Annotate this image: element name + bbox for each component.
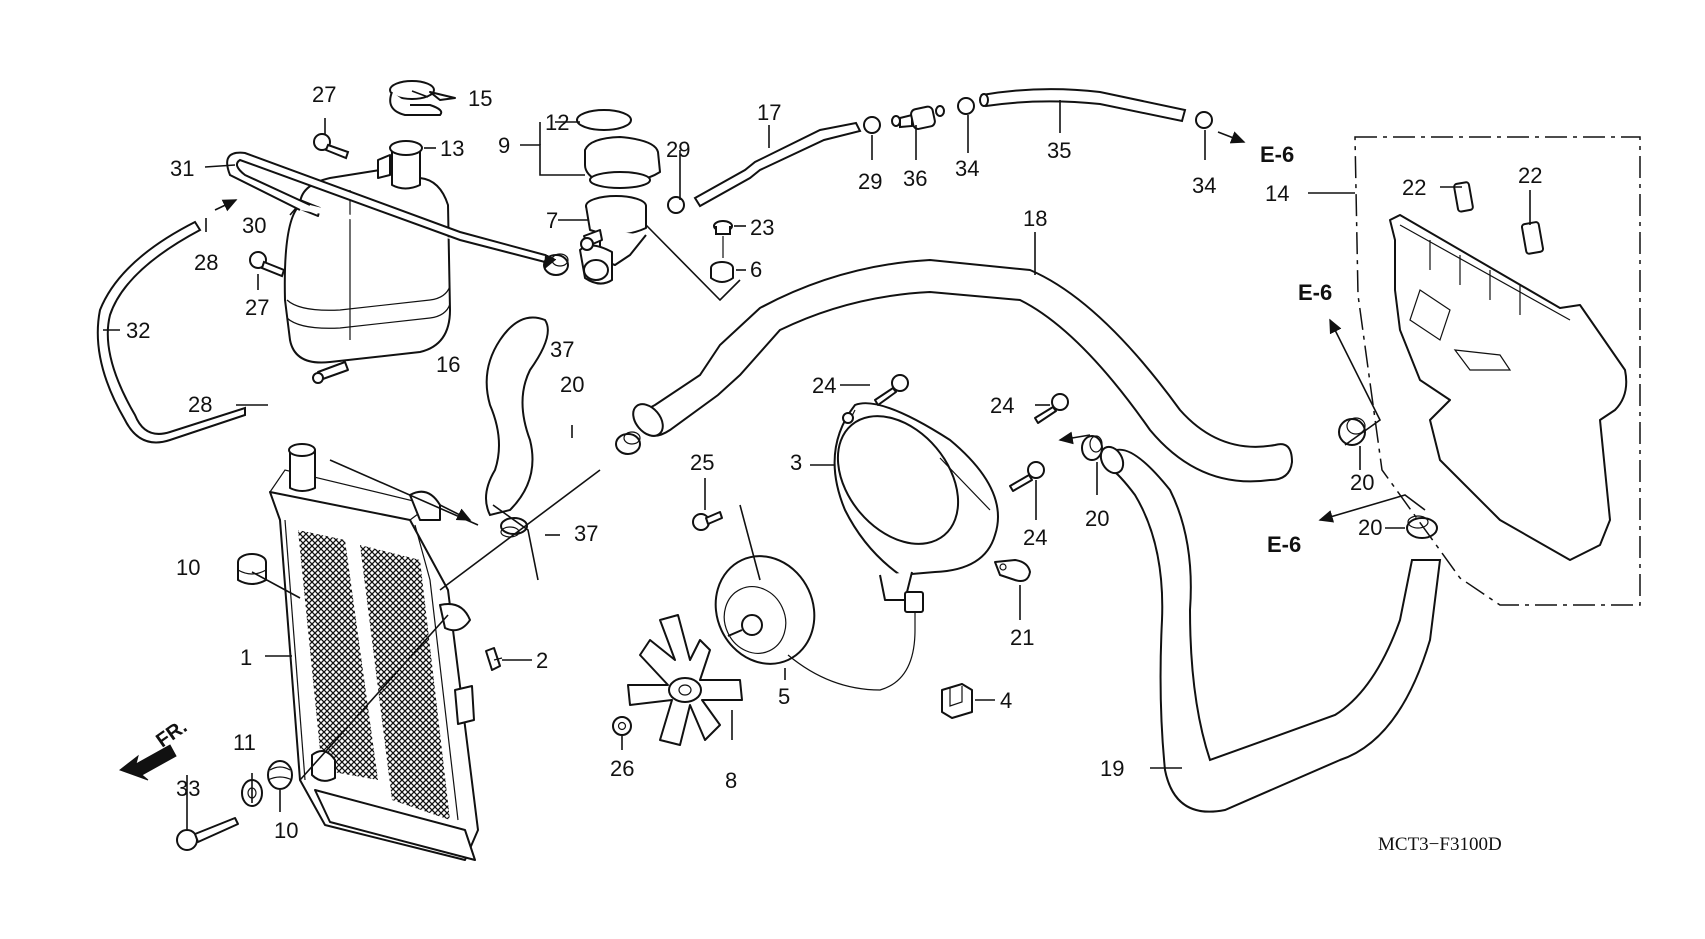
callout-20-a: 20 [560, 372, 584, 397]
bolt-24-b [1034, 393, 1069, 424]
hose-clamp-20-d [1406, 515, 1438, 539]
radiator [269, 443, 479, 861]
callout-24-c: 24 [1023, 525, 1047, 550]
callout-24-a: 24 [812, 373, 836, 398]
nut-26 [612, 716, 632, 736]
bolt-33 [176, 817, 239, 851]
callout-2: 2 [536, 648, 548, 673]
callout-36: 36 [903, 166, 927, 191]
callout-27-b: 27 [245, 295, 269, 320]
callout-10-upper: 10 [176, 555, 200, 580]
callout-4: 4 [1000, 688, 1012, 713]
clip-29-a [667, 196, 685, 214]
callout-26: 26 [610, 756, 634, 781]
callout-31: 31 [170, 156, 194, 181]
cross-reference-e6-low: E-6 [1267, 532, 1301, 557]
clip-34-a [957, 97, 975, 115]
drain-bolt [710, 220, 734, 283]
callout-6: 6 [750, 257, 762, 282]
wire-clamp [994, 559, 1031, 582]
callout-21: 21 [1010, 625, 1034, 650]
breather-tube [226, 151, 546, 263]
callout-labels: 1 2 3 4 5 6 7 8 9 10 10 11 12 13 14 15 1… [126, 82, 1542, 843]
callout-17: 17 [757, 100, 781, 125]
hose-clamp-20-a [615, 431, 641, 455]
callout-29-a: 29 [666, 137, 690, 162]
callout-35: 35 [1047, 138, 1071, 163]
callout-7: 7 [546, 208, 558, 233]
callout-16: 16 [436, 352, 460, 377]
bolt-24-c [1009, 461, 1045, 492]
callout-8: 8 [725, 768, 737, 793]
callout-11: 11 [233, 730, 256, 755]
clip-29-b [863, 116, 881, 134]
front-label: FR. [152, 716, 191, 753]
shroud-outline [1354, 136, 1641, 606]
clip-2 [485, 647, 503, 671]
cooling-fan [627, 614, 743, 746]
callout-33: 33 [176, 776, 200, 801]
callout-14: 14 [1265, 181, 1289, 206]
siphon-tube [96, 220, 246, 444]
callout-20-c: 20 [1350, 470, 1374, 495]
callout-25: 25 [690, 450, 714, 475]
clip-34-b [1195, 111, 1213, 129]
fan-shroud [833, 402, 999, 601]
upper-hose [485, 316, 549, 517]
callout-5: 5 [778, 684, 790, 709]
radiator-cap [576, 109, 661, 189]
water-hose-b [1108, 448, 1442, 813]
hose-clamp-20-b [1081, 435, 1103, 461]
bolt-24-a [874, 374, 909, 406]
pad-22-b [1520, 221, 1544, 255]
callout-22-a: 22 [1402, 175, 1426, 200]
callout-1: 1 [240, 645, 252, 670]
bolt-25 [692, 511, 723, 531]
callout-20-b: 20 [1085, 506, 1109, 531]
callout-13: 13 [440, 136, 464, 161]
cross-reference-e6-top: E-6 [1260, 142, 1294, 167]
leader-lines [103, 90, 1531, 830]
callout-28-b: 28 [188, 392, 212, 417]
grommet-upper [237, 553, 267, 585]
callout-15: 15 [468, 86, 492, 111]
overflow-hose [693, 121, 862, 208]
pad-22-a [1453, 181, 1474, 213]
callout-3: 3 [790, 450, 802, 475]
callout-22-b: 22 [1518, 163, 1542, 188]
bolt-27-upper [313, 133, 350, 160]
callout-32: 32 [126, 318, 150, 343]
callout-34-b: 34 [1192, 173, 1216, 198]
callout-37-a: 37 [550, 337, 574, 362]
callout-23: 23 [750, 215, 774, 240]
cross-reference-e6-mid: E-6 [1298, 280, 1332, 305]
connector-clip [941, 683, 973, 719]
joint [891, 105, 945, 130]
callout-10-lower: 10 [274, 818, 298, 843]
callout-37-b: 37 [574, 521, 598, 546]
callout-19: 19 [1100, 756, 1124, 781]
bolt-27-lower [249, 251, 286, 278]
callout-30: 30 [242, 213, 266, 238]
callout-29-b: 29 [858, 169, 882, 194]
drawing-code: MCT3−F3100D [1378, 834, 1502, 855]
callout-20-d: 20 [1358, 515, 1382, 540]
callout-27-a: 27 [312, 82, 336, 107]
front-direction-indicator: FR. [118, 716, 191, 781]
callout-18: 18 [1023, 206, 1047, 231]
filler-neck [579, 195, 647, 285]
water-hose-a [638, 258, 1294, 483]
callout-28-a: 28 [194, 250, 218, 275]
callout-12: 12 [545, 110, 569, 135]
fan-motor [714, 555, 924, 691]
radiator-shroud [1389, 214, 1628, 561]
grommet-lower [267, 760, 293, 790]
callout-34-a: 34 [955, 156, 979, 181]
hose-clamp-20-c [1338, 417, 1366, 446]
callout-24-b: 24 [990, 393, 1014, 418]
reserve-tank-cap [389, 80, 456, 116]
callout-9: 9 [498, 133, 510, 158]
tube-35 [980, 88, 1187, 123]
